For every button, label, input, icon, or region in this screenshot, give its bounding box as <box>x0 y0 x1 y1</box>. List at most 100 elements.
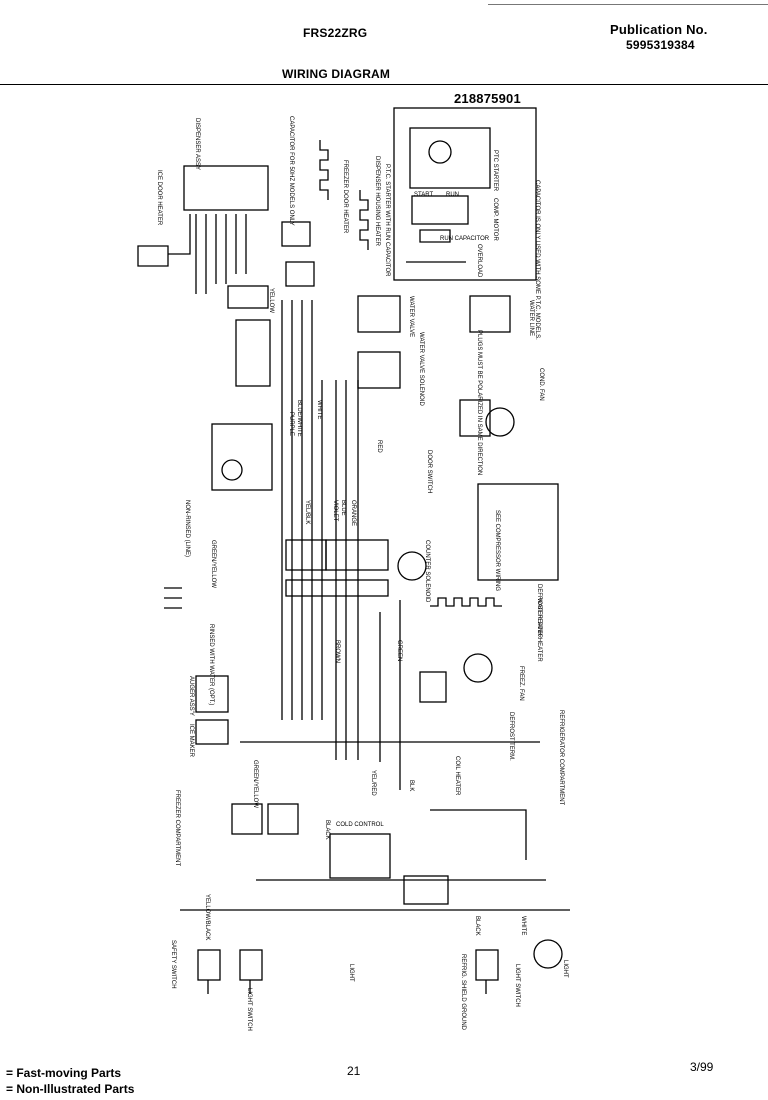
label-freezer-compartment: FREEZER COMPARTMENT <box>174 790 180 866</box>
label-capacitor-note: CAPACITOR IS ONLY USED WITH SOME P.T.C. … <box>534 180 540 340</box>
label-polarized-note: PLUGS MUST BE POLARIZED IN SAME DIRECTIO… <box>476 330 482 475</box>
label-refrig-light-switch: LIGHT SWITCH <box>514 964 520 1007</box>
ice-door-heater-plug <box>137 245 169 267</box>
dispenser-wires <box>168 214 247 294</box>
label-water-line: WATER LINE <box>528 300 534 336</box>
refrigerator-wiring <box>379 600 527 860</box>
wire-label-yellow: YELLOW <box>268 288 274 313</box>
door-switch-module <box>211 423 273 491</box>
label-coil-heater: COIL HEATER <box>454 756 460 796</box>
wire-label-yel-red: YEL/RED <box>370 770 376 796</box>
freezer-plug-1 <box>231 803 263 835</box>
label-overload: OVERLOAD <box>476 244 482 278</box>
wire-label-purple: PURPLE <box>288 412 294 436</box>
label-light: LIGHT <box>348 964 354 982</box>
connector-block-2 <box>285 261 315 287</box>
refrigerator-plug <box>403 875 449 905</box>
water-valve-3 <box>469 295 511 333</box>
model-number: FRS22ZRG <box>303 26 368 40</box>
label-ptc: PTC STARTER <box>492 150 498 192</box>
label-refrig-light: LIGHT <box>562 960 568 978</box>
label-door-switch: DOOR SWITCH <box>426 450 432 493</box>
diagram-number: 218875901 <box>454 91 521 106</box>
freezer-fan-icon <box>463 653 493 683</box>
label-refrig-shield-ground: REFRIG. SHIELD GROUND <box>460 954 466 1031</box>
label-dispenser-housing-heater: DISPENSER HOUSING HEATER <box>374 156 380 247</box>
compressor-wiring-box <box>477 483 559 581</box>
comp-motor-block <box>411 195 469 225</box>
ptc-thermistor-icon <box>428 140 452 164</box>
label-cold-control: COLD CONTROL <box>336 822 384 828</box>
label-water-valve-solenoid: WATER VALVE SOLENOID <box>418 332 424 406</box>
wire-label-yellow-black: YELLOW/BLACK <box>204 894 210 940</box>
ptc-starter-box <box>393 107 537 281</box>
dispenser-assy-box <box>183 165 269 211</box>
page-number: 21 <box>347 1064 361 1078</box>
door-switch-motor-icon <box>221 459 243 481</box>
water-valve-1 <box>357 295 401 333</box>
connector-block-4 <box>235 319 271 387</box>
label-freezer-door-heater: FREEZER DOOR HEATER <box>342 160 348 234</box>
label-refrigerator-compartment: REFRIGERATOR COMPARTMENT <box>558 710 564 806</box>
publication-number: 5995319384 <box>626 38 695 52</box>
light-switch-icon <box>239 949 263 981</box>
wire-label-red: RED <box>376 440 382 453</box>
publication-label: Publication No. <box>610 22 708 37</box>
legend-non-illustrated: = Non-Illustrated Parts <box>6 1082 135 1096</box>
wire-label-green-yellow: GREEN/YELLOW <box>252 760 258 808</box>
cold-control-box <box>329 833 391 879</box>
label-ptc-starter: P.T.C. STARTER WITH RUN CAPACITOR <box>384 164 390 277</box>
label-capacitor-50hz: CAPACITOR FOR 50HZ MODELS ONLY <box>288 116 294 226</box>
defrost-heater-zigzag <box>430 597 502 607</box>
legend-fast-moving: = Fast-moving Parts <box>6 1066 122 1080</box>
auger-assy-block <box>195 675 229 713</box>
water-valve-2 <box>357 351 401 389</box>
wire-label-orange: ORANGE <box>350 500 356 526</box>
label-ice-door-heater: ICE DOOR HEATER <box>156 170 162 226</box>
overload-icon <box>406 229 466 263</box>
label-run: RUN <box>446 192 459 198</box>
label-defrost-heater: DEFROST HEATER <box>536 584 542 639</box>
main-bus-wires <box>281 300 359 760</box>
freezer-door-heater-zigzag <box>359 190 369 250</box>
label-rinsed: RINSED WITH WATER (OPT.) <box>208 624 214 705</box>
bus-connector-2 <box>325 539 389 571</box>
safety-switch-icon <box>197 949 221 981</box>
label-cond-fan: COND. FAN <box>538 368 544 401</box>
label-non-rinsed: NON-RINSED (LINE) <box>184 500 190 557</box>
bus-connector-3 <box>285 579 389 597</box>
label-safety-switch: SAFETY SWITCH <box>170 940 176 989</box>
wire-label-black-2: BLACK <box>474 916 480 936</box>
wire-label-white: WHITE <box>316 400 322 419</box>
cond-fan-icon <box>485 407 515 437</box>
connector-block-1 <box>281 221 311 247</box>
capacitor-heater-zigzag <box>319 140 329 200</box>
freezer-plug-2 <box>267 803 299 835</box>
label-auger-assy: AUGER ASS'Y <box>188 676 194 716</box>
wire-label-blue-white: BLUE/WHITE <box>296 400 302 437</box>
wire-label-violet: VIOLET <box>332 500 338 522</box>
label-green-yellow: GREEN/YELLOW <box>210 540 216 588</box>
switch-leads <box>207 980 487 994</box>
label-run-capacitor: RUN CAPACITOR <box>440 236 490 242</box>
page-title: WIRING DIAGRAM <box>282 67 391 81</box>
refrig-light-icon <box>533 939 563 969</box>
wire-label-brown: BROWN <box>334 640 340 663</box>
counter-solenoid-icon <box>397 551 427 581</box>
wire-label-white-2: WHITE <box>520 916 526 935</box>
wire-label-green: GREEN <box>396 640 402 661</box>
label-counter-solenoid: COUNTER SOLENOID <box>424 540 430 603</box>
wire-label-blue: BLUE <box>340 500 346 516</box>
label-defrost-term: DEFROST TERM. <box>508 712 514 761</box>
label-water-tank-heater: WATER TANK HEATER <box>536 598 542 662</box>
line-cord-icon <box>164 587 182 609</box>
connector-block-3 <box>227 285 269 309</box>
label-freez-fan: FREEZ. FAN <box>518 666 524 701</box>
header-divider <box>0 84 768 85</box>
revision-date: 3/99 <box>690 1060 714 1074</box>
top-edge-line <box>488 4 768 5</box>
ice-maker-block <box>195 719 229 745</box>
label-see-compressor: SEE COMPRESSOR WIRING <box>494 510 500 591</box>
label-ice-maker: ICE MAKER <box>188 724 194 758</box>
